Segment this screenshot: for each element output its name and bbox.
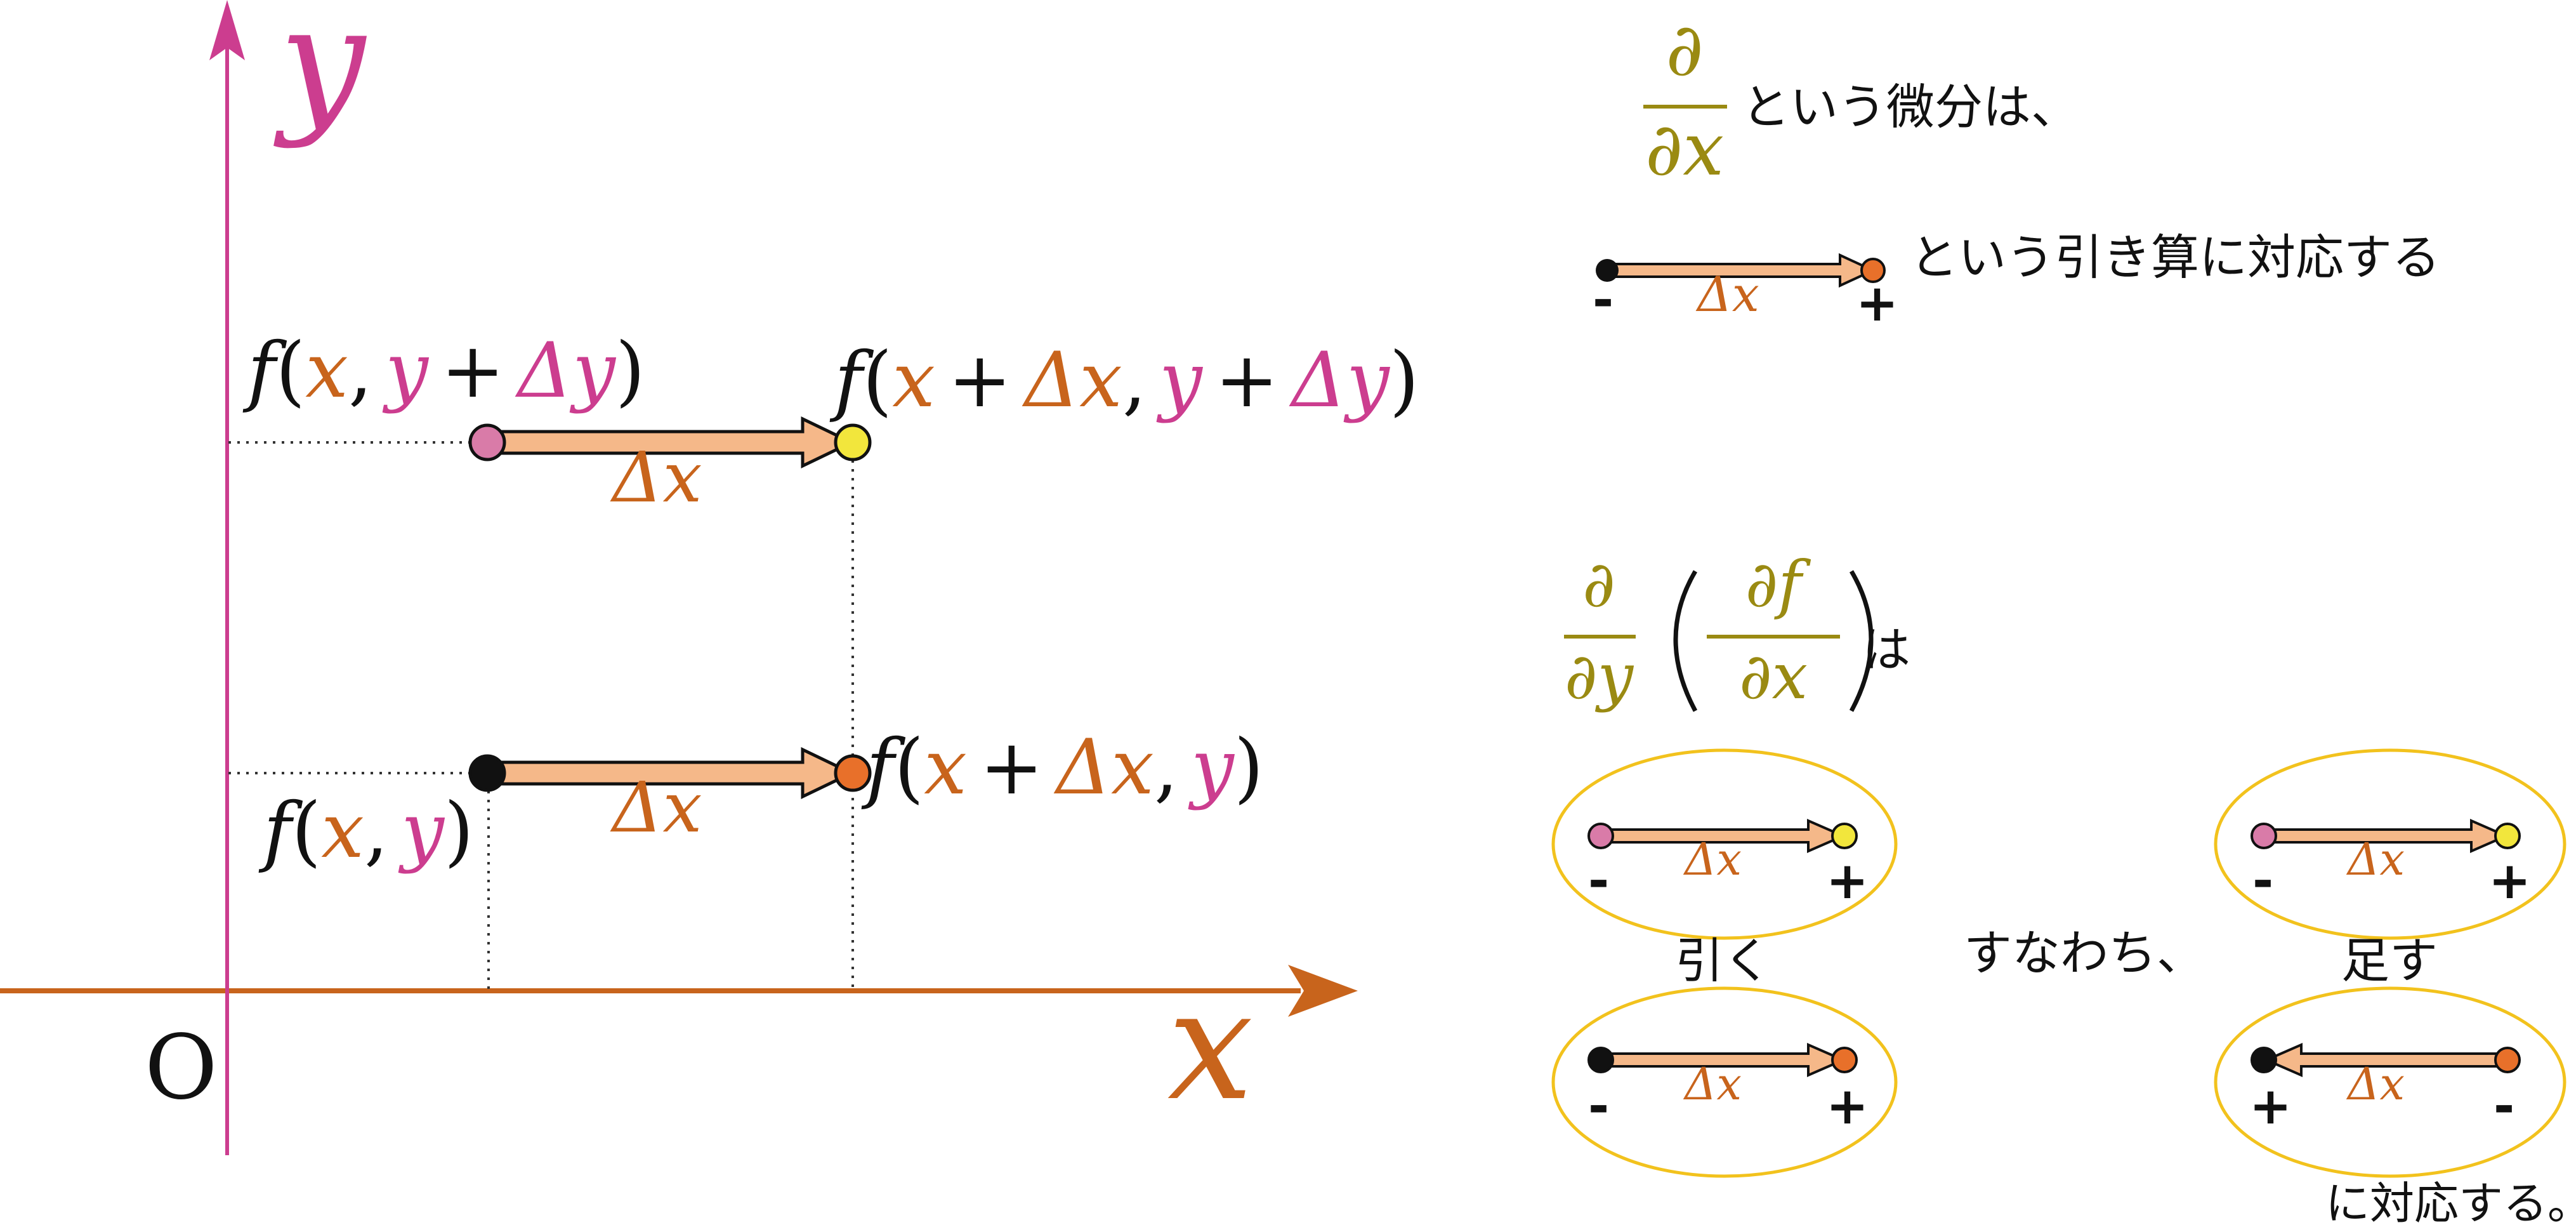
dotted-guides (228, 441, 854, 989)
caption-sunawachi: すなわち、 (1964, 925, 2205, 981)
right-paren (1849, 570, 1874, 712)
caption-hiku: 引く (1675, 932, 1771, 989)
caption-tasu: 足す (2341, 932, 2438, 989)
label-top-left: f(x,y+Δy) (242, 327, 645, 415)
caption-subtraction: という引き算に対応する (1910, 229, 2440, 286)
svg-text:∂y: ∂y (1565, 639, 1634, 713)
caption-differential: という微分は、 (1742, 79, 2079, 135)
svg-text:-: - (1588, 851, 1609, 910)
caption-final: に対応する。 (2325, 1177, 2576, 1229)
svg-text:+: + (2249, 1076, 2292, 1136)
lower-start-point (468, 754, 506, 792)
x-axis (0, 965, 1358, 1017)
lower-end-point (834, 754, 872, 792)
label-bottom-left: f(x,y) (258, 787, 474, 875)
frac1-numerator: ∂ (1666, 8, 1703, 93)
svg-text:-: - (2494, 1076, 2514, 1136)
svg-text:∂: ∂ (1582, 547, 1615, 621)
caption-wa: は (1862, 621, 1910, 678)
label-bottom-right: f(x+Δx,y) (861, 724, 1264, 812)
label-top-right: f(x+Δx,y+Δy) (829, 336, 1419, 425)
x-axis-label: x (1167, 957, 1253, 1134)
mixed-partial-expression: ∂ ∂y ∂f ∂x (1564, 547, 1874, 713)
y-axis-label: y (273, 0, 367, 150)
svg-text:Δx: Δx (1683, 1058, 1742, 1110)
lower-delta-x-label: Δx (610, 767, 702, 848)
ellipse-bottom-left: Δx - + (1551, 986, 1898, 1178)
x-axis-arrowhead (1288, 965, 1358, 1017)
legend-minus: - (1593, 270, 1613, 329)
upper-delta-x-label: Δx (610, 437, 702, 518)
fraction-d-dx: ∂ ∂x (1643, 8, 1727, 192)
svg-text:-: - (1588, 1076, 1609, 1136)
left-paren (1673, 570, 1698, 712)
legend-start-point (1596, 259, 1619, 282)
upper-end-point (834, 423, 872, 461)
frac1-denominator: ∂x (1645, 107, 1724, 192)
svg-text:+: + (1826, 851, 1869, 910)
svg-text:-: - (2252, 851, 2273, 910)
legend-delta-x: Δx (1695, 266, 1759, 322)
legend-end-point (1860, 258, 1886, 283)
lower-delta-x-arrow: Δx (468, 747, 872, 848)
ellipse-top-right: Δx - + (2214, 748, 2566, 940)
svg-text:Δx: Δx (1683, 833, 1742, 885)
svg-text:+: + (2488, 851, 2531, 910)
svg-text:Δx: Δx (2346, 1058, 2405, 1110)
legend-arrow: Δx - + (1593, 253, 1898, 333)
ellipse-top-left: Δx - + (1551, 748, 1898, 940)
legend-plus: + (1856, 274, 1898, 333)
origin-label: O (145, 1016, 218, 1120)
svg-text:∂f: ∂f (1745, 547, 1811, 621)
y-axis (209, 0, 245, 1155)
ellipse-bottom-right: Δx + - (2214, 986, 2566, 1178)
svg-text:+: + (1826, 1076, 1869, 1136)
upper-start-point (468, 423, 506, 461)
svg-text:∂x: ∂x (1739, 639, 1808, 713)
svg-text:Δx: Δx (2346, 833, 2405, 885)
y-axis-arrowhead (209, 0, 245, 60)
upper-delta-x-arrow: Δx (468, 416, 872, 518)
